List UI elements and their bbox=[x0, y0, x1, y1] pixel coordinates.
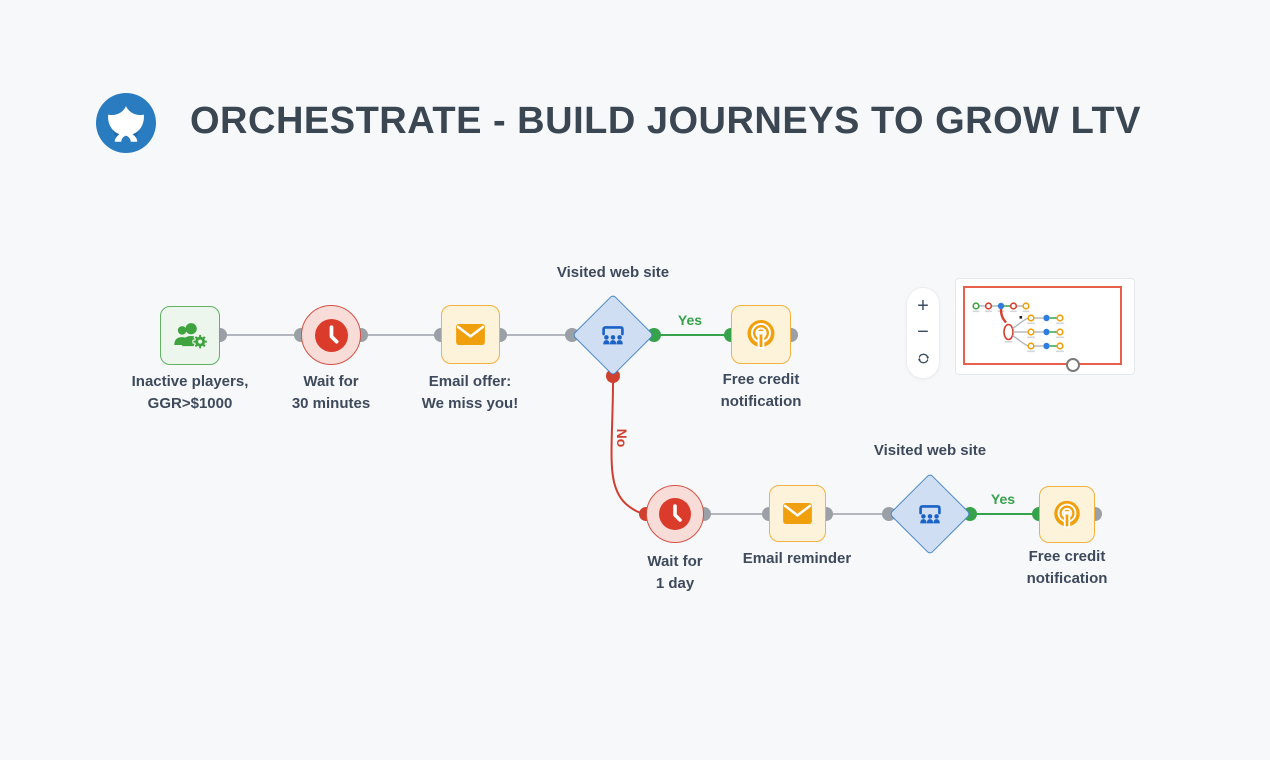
node-label-email-offer: Email offer: We miss you! bbox=[390, 371, 550, 415]
whale-tail-logo bbox=[96, 93, 156, 153]
node-label-wait-1day: Wait for 1 day bbox=[595, 551, 755, 595]
refresh-button[interactable] bbox=[916, 349, 931, 369]
website-visitors-icon bbox=[602, 326, 624, 345]
label-line: notification bbox=[1026, 570, 1108, 587]
users-gear-icon bbox=[174, 322, 208, 349]
minimap[interactable] bbox=[955, 278, 1135, 375]
label-line: 30 minutes bbox=[291, 395, 371, 412]
node-condition-visited-web-site-1[interactable] bbox=[571, 293, 655, 377]
edge-label-no-1: No bbox=[614, 428, 630, 448]
refresh-icon bbox=[917, 353, 929, 364]
broadcast-icon bbox=[747, 319, 775, 349]
node-label-notification-2: Free credit notification bbox=[987, 546, 1147, 590]
label-line: 1 day bbox=[655, 575, 695, 592]
node-email-reminder[interactable] bbox=[769, 485, 826, 542]
clock-icon bbox=[659, 498, 691, 530]
node-label-wait-30: Wait for 30 minutes bbox=[251, 371, 411, 415]
website-visitors-icon bbox=[919, 505, 941, 524]
label-line: Free credit bbox=[1028, 548, 1106, 565]
yes-connectors bbox=[654, 334, 1039, 515]
node-condition-visited-web-site-2[interactable] bbox=[888, 472, 972, 556]
label-line: We miss you! bbox=[421, 395, 519, 412]
label-line: GGR>$1000 bbox=[147, 395, 233, 412]
node-email-offer[interactable] bbox=[441, 305, 500, 364]
canvas-zoom-controls: + − bbox=[906, 287, 940, 379]
label-line: Visited web site bbox=[556, 264, 670, 281]
label-line: Wait for bbox=[303, 373, 359, 390]
label-line: Inactive players, bbox=[131, 373, 249, 390]
label-line: Visited web site bbox=[873, 442, 987, 459]
clock-icon bbox=[314, 318, 348, 352]
node-wait-30-minutes[interactable] bbox=[301, 305, 361, 365]
envelope-icon bbox=[783, 502, 812, 525]
no-connector bbox=[610, 380, 646, 515]
node-free-credit-notification-2[interactable] bbox=[1039, 486, 1095, 543]
zoom-in-button[interactable]: + bbox=[917, 295, 929, 317]
node-label-condition-1: Visited web site bbox=[533, 262, 693, 284]
label-line: Free credit bbox=[722, 371, 800, 388]
edge-label-yes-2: Yes bbox=[990, 491, 1016, 507]
edge-label-yes-1: Yes bbox=[677, 312, 703, 328]
broadcast-icon bbox=[1054, 500, 1080, 528]
node-label-notification-1: Free credit notification bbox=[681, 369, 841, 413]
label-line: Wait for bbox=[647, 553, 703, 570]
node-wait-1-day[interactable] bbox=[646, 485, 704, 543]
envelope-icon bbox=[456, 323, 485, 346]
zoom-out-button[interactable]: − bbox=[917, 321, 929, 343]
minimap-resize-handle[interactable] bbox=[1066, 358, 1080, 372]
page-title: ORCHESTRATE - BUILD JOURNEYS TO GROW LTV bbox=[190, 100, 1142, 142]
gray-connectors bbox=[220, 334, 889, 515]
label-line: Email offer: bbox=[428, 373, 512, 390]
node-segment-inactive-players[interactable] bbox=[160, 306, 220, 365]
label-line: notification bbox=[720, 393, 802, 410]
minimap-viewport[interactable] bbox=[963, 286, 1122, 365]
label-line: Email reminder bbox=[742, 550, 852, 567]
minimap-content bbox=[963, 286, 1122, 372]
node-free-credit-notification-1[interactable] bbox=[731, 305, 791, 364]
cursor-dot bbox=[1019, 316, 1023, 319]
node-label-condition-2: Visited web site bbox=[850, 440, 1010, 462]
node-label-segment: Inactive players, GGR>$1000 bbox=[110, 371, 270, 415]
node-label-email-reminder: Email reminder bbox=[707, 548, 887, 570]
